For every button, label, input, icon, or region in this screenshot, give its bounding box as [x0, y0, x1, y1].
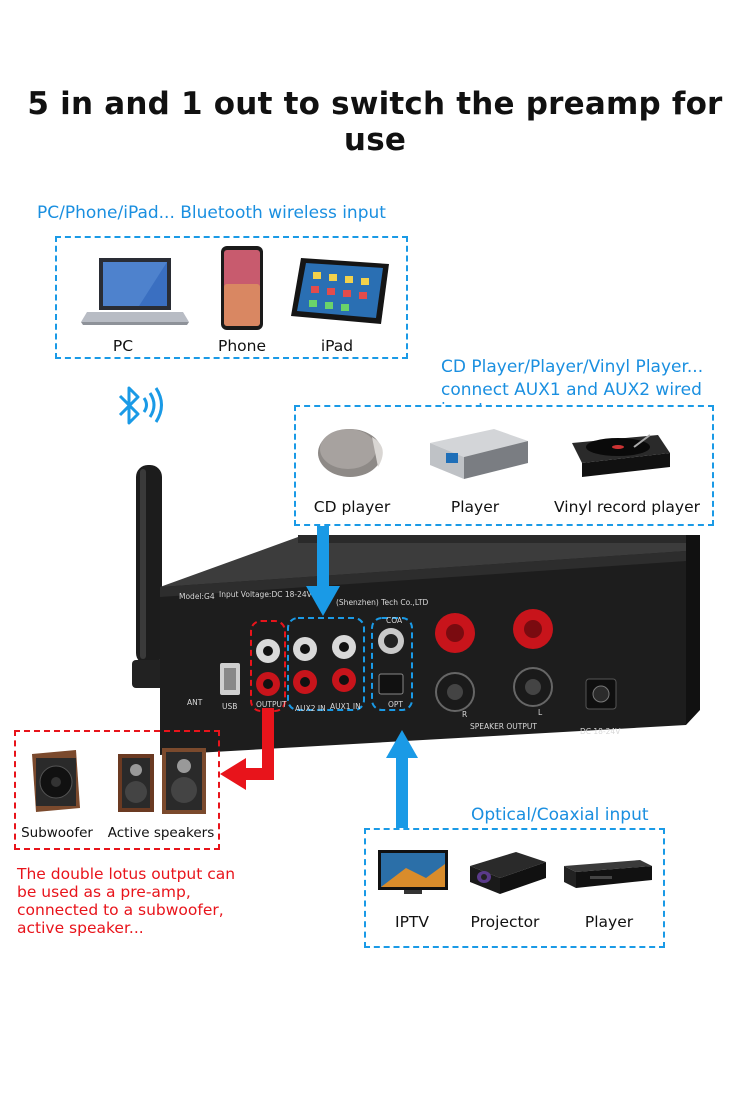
device-label-projector: Projector [470, 913, 540, 931]
active-speakers-icon [118, 748, 206, 814]
amp-aux1-label: AUX1 IN [330, 702, 361, 711]
device-label-subwoofer: Subwoofer [21, 825, 93, 841]
amp-ant-label: ANT [187, 698, 203, 707]
wired-devices-box: CD player Player Vinyl record player [294, 405, 714, 526]
amp-l-label: L [538, 708, 543, 717]
output-note-line3: connected to a subwoofer, [17, 901, 224, 919]
device-label-vinyl-player: Vinyl record player [554, 498, 700, 516]
device-label-iptv: IPTV [395, 913, 429, 931]
cd-player-icon [318, 429, 383, 477]
device-label-player-optical: Player [584, 913, 634, 931]
amp-dc-label: DC 18-24V [580, 727, 621, 736]
bluetooth-heading: PC/Phone/iPad... Bluetooth wireless inpu… [37, 203, 386, 223]
amp-speaker-output-label: SPEAKER OUTPUT [470, 722, 537, 731]
amp-output-label: OUTPUT [256, 700, 287, 709]
wired-heading-line1: CD Player/Player/Vinyl Player... [441, 357, 704, 377]
amp-coa-label: COA [386, 616, 403, 625]
optical-heading: Optical/Coaxial input [471, 805, 649, 825]
arrow-down-icon [306, 526, 340, 616]
bluetooth-devices-box: PC Phone iPad [55, 236, 408, 359]
output-note-line4: active speaker... [17, 919, 144, 937]
page-title: 5 in and 1 out to switch the preamp for … [27, 86, 723, 158]
amplifier-illustration [132, 465, 700, 755]
output-devices-box: Subwoofer Active speakers [14, 730, 220, 850]
optical-devices-box: IPTV Projector Player [364, 828, 665, 948]
bluetooth-icon [118, 386, 163, 425]
device-label-phone: Phone [217, 337, 266, 355]
device-label-ipad: iPad [320, 337, 354, 355]
player-icon [430, 429, 528, 479]
amp-usb-label: USB [222, 702, 238, 711]
amp-r-label: R [462, 710, 468, 719]
device-label-cd-player: CD player [313, 498, 391, 516]
amp-maker-text: (Shenzhen) Tech Co.,LTD [336, 598, 429, 607]
vinyl-player-icon [572, 434, 670, 477]
device-label-active-speakers: Active speakers [107, 825, 215, 841]
output-note-line2: be used as a pre-amp, [17, 883, 191, 901]
subwoofer-icon [32, 750, 80, 812]
projector-icon [470, 852, 546, 894]
laptop-icon [81, 258, 189, 325]
arrow-left-icon [220, 708, 274, 790]
tablet-icon [291, 258, 389, 324]
player-icon-optical [564, 860, 652, 888]
amp-opt-label: OPT [388, 700, 404, 709]
device-label-player: Player [450, 498, 500, 516]
amp-voltage-text: Input Voltage:DC 18-24V [219, 590, 312, 599]
amp-aux2-label: AUX2 IN [295, 704, 326, 713]
phone-icon [221, 246, 263, 330]
tv-icon [378, 850, 448, 894]
device-label-pc: PC [112, 337, 134, 355]
amp-model-text: Model:G4 [179, 592, 215, 601]
arrow-up-icon [386, 730, 418, 828]
output-note-line1: The double lotus output can [17, 865, 236, 883]
